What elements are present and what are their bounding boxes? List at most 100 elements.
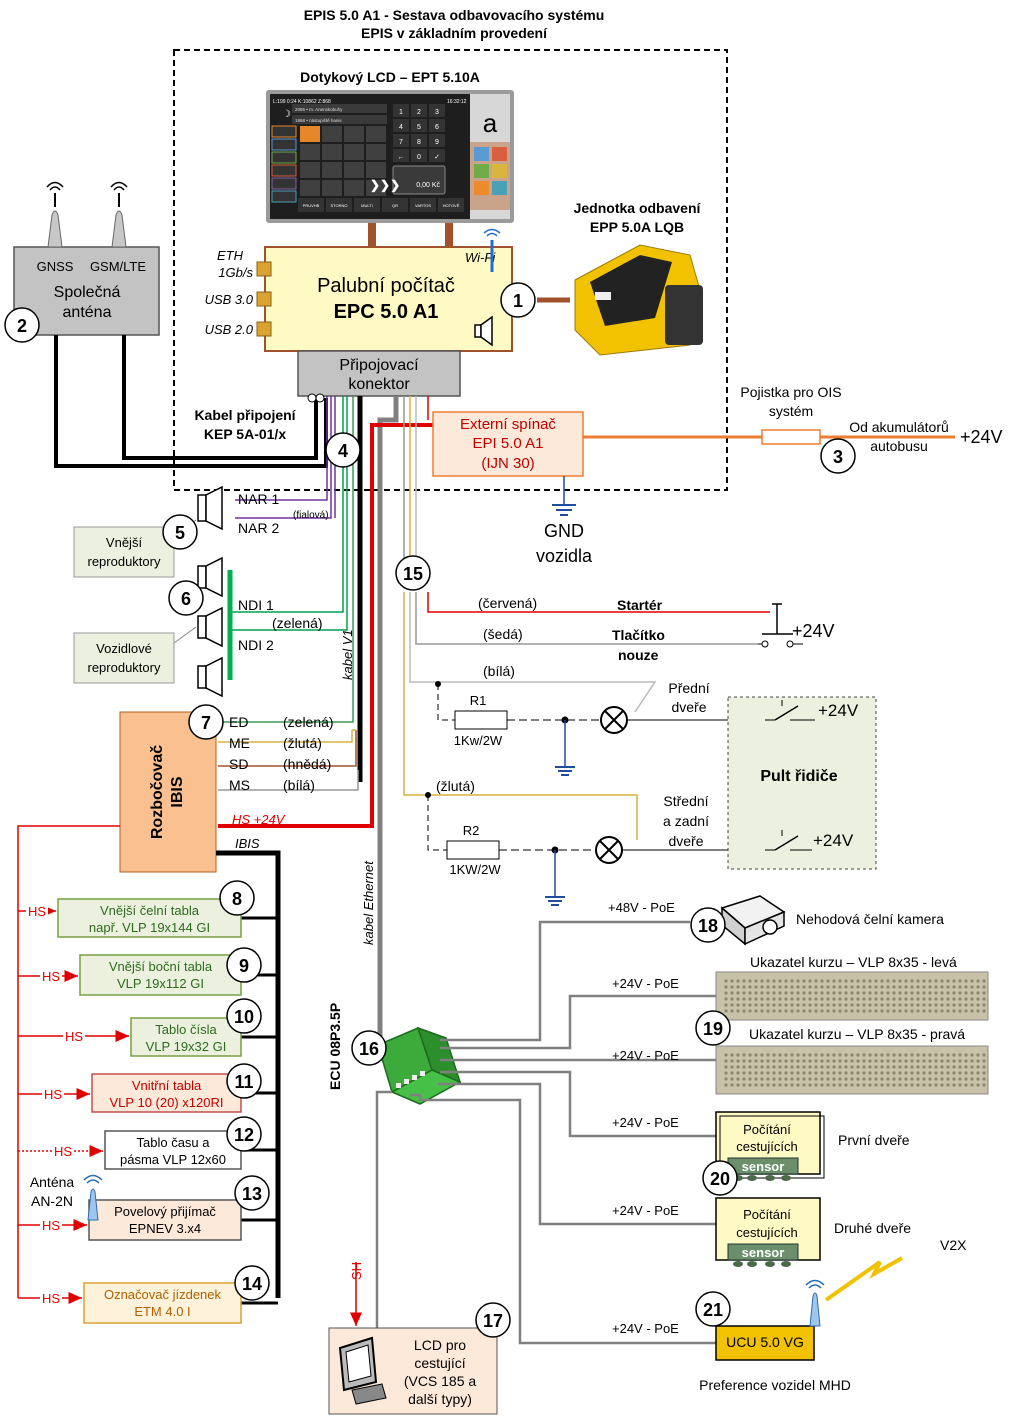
callout-circle	[226, 947, 262, 983]
led-dot	[724, 1003, 728, 1007]
led-dot	[814, 1083, 818, 1087]
switch-line2: EPI 5.0 A1	[473, 435, 544, 452]
led-dot	[862, 979, 866, 983]
led-dot	[742, 985, 746, 989]
led-dot	[778, 985, 782, 989]
led-dot	[892, 997, 896, 1001]
callout-circle	[500, 282, 536, 318]
lcd-tile	[366, 180, 386, 196]
radio-antenna-line2: AN-2N	[31, 1193, 73, 1209]
led-dot	[838, 1065, 842, 1069]
callout-circle	[219, 880, 255, 916]
callout-number: 10	[234, 1007, 254, 1027]
led-dot	[748, 1053, 752, 1057]
callout-number: 1	[513, 291, 523, 311]
led-dot	[874, 1083, 878, 1087]
nar1-label: NAR 1	[238, 491, 279, 507]
led-dot	[796, 1003, 800, 1007]
led-dot	[910, 1003, 914, 1007]
led-dot	[742, 1009, 746, 1013]
led-dot	[862, 1071, 866, 1075]
led-dot	[868, 1071, 872, 1075]
lcd-key-label: 5	[417, 124, 421, 131]
lcd-key	[429, 134, 445, 147]
led-dot	[838, 991, 842, 995]
white-wire-label: (bílá)	[483, 663, 515, 679]
callout-number: 4	[338, 441, 348, 461]
led-dot	[904, 1053, 908, 1057]
led-dot	[832, 1071, 836, 1075]
ucu-label: UCU 5.0 VG	[726, 1334, 804, 1350]
led-dot	[982, 1053, 986, 1057]
led-dot	[928, 1053, 932, 1057]
callout-circle	[690, 907, 726, 943]
connector-line2: konektor	[348, 376, 410, 393]
led-dot	[928, 1003, 932, 1007]
led-dot	[868, 1059, 872, 1063]
led-dot	[886, 1077, 890, 1081]
led-dot	[730, 997, 734, 1001]
callout-number: 12	[234, 1125, 254, 1145]
led-dot	[748, 1009, 752, 1013]
led-dot	[736, 1065, 740, 1069]
led-dot	[784, 979, 788, 983]
led-dot	[880, 1065, 884, 1069]
led-dot	[958, 1003, 962, 1007]
led-dot	[868, 979, 872, 983]
antenna-line1: Společná	[54, 284, 121, 301]
callout-circle	[188, 704, 224, 740]
callout-circle	[234, 1175, 270, 1211]
led-dot	[826, 1071, 830, 1075]
speaker-icon	[474, 315, 493, 347]
led-dot	[910, 1077, 914, 1081]
led-dot	[784, 1071, 788, 1075]
lcd-button	[410, 198, 436, 212]
led-dot	[850, 1083, 854, 1087]
lcd-button	[438, 198, 464, 212]
callout-number: 18	[698, 916, 718, 936]
led-dot	[814, 1053, 818, 1057]
led-dot	[790, 1009, 794, 1013]
lcd-tile	[322, 144, 342, 160]
inner-speakers-box	[73, 632, 175, 684]
led-dot	[940, 979, 944, 983]
led-dot	[880, 1071, 884, 1075]
led-dot	[826, 1077, 830, 1081]
ibis-ms-color: (bílá)	[283, 777, 315, 793]
led-dot	[880, 979, 884, 983]
led-dot	[856, 997, 860, 1001]
led-dot	[730, 1077, 734, 1081]
led-dot	[790, 1065, 794, 1069]
led-dot	[820, 1071, 824, 1075]
counter1-line2: cestujících	[736, 1139, 797, 1154]
led-dot	[784, 1053, 788, 1057]
led-dot	[820, 997, 824, 1001]
led-dot	[802, 1065, 806, 1069]
display-line1: Povelový přijímač	[114, 1204, 216, 1219]
r2-value: 1KW/2W	[449, 862, 501, 877]
lcd-button	[382, 198, 408, 212]
inner-speakers-icon	[197, 556, 233, 698]
plcd-line3: (VCS 185 a	[404, 1373, 477, 1389]
led-dot	[766, 979, 770, 983]
led-dot	[952, 1083, 956, 1087]
outer-speakers-icon	[197, 485, 223, 531]
usb3-port	[256, 291, 272, 307]
led-dot	[940, 997, 944, 1001]
led-dot	[814, 1059, 818, 1063]
led-dot	[862, 1009, 866, 1013]
led-dot	[982, 1071, 986, 1075]
ecu-switch	[377, 1026, 462, 1105]
indicator-right-label: Ukazatel kurzu – VLP 8x35 - pravá	[749, 1026, 965, 1042]
driver-desk	[727, 696, 877, 870]
led-dot	[970, 1059, 974, 1063]
hs-bg	[63, 1028, 85, 1042]
led-dot	[790, 991, 794, 995]
hs-tag: HS	[42, 1218, 60, 1233]
led-dot	[856, 979, 860, 983]
led-dot	[928, 991, 932, 995]
led-dot	[832, 1059, 836, 1063]
led-dot	[820, 1059, 824, 1063]
led-dot	[742, 997, 746, 1001]
lcd-side-tab	[271, 138, 297, 151]
